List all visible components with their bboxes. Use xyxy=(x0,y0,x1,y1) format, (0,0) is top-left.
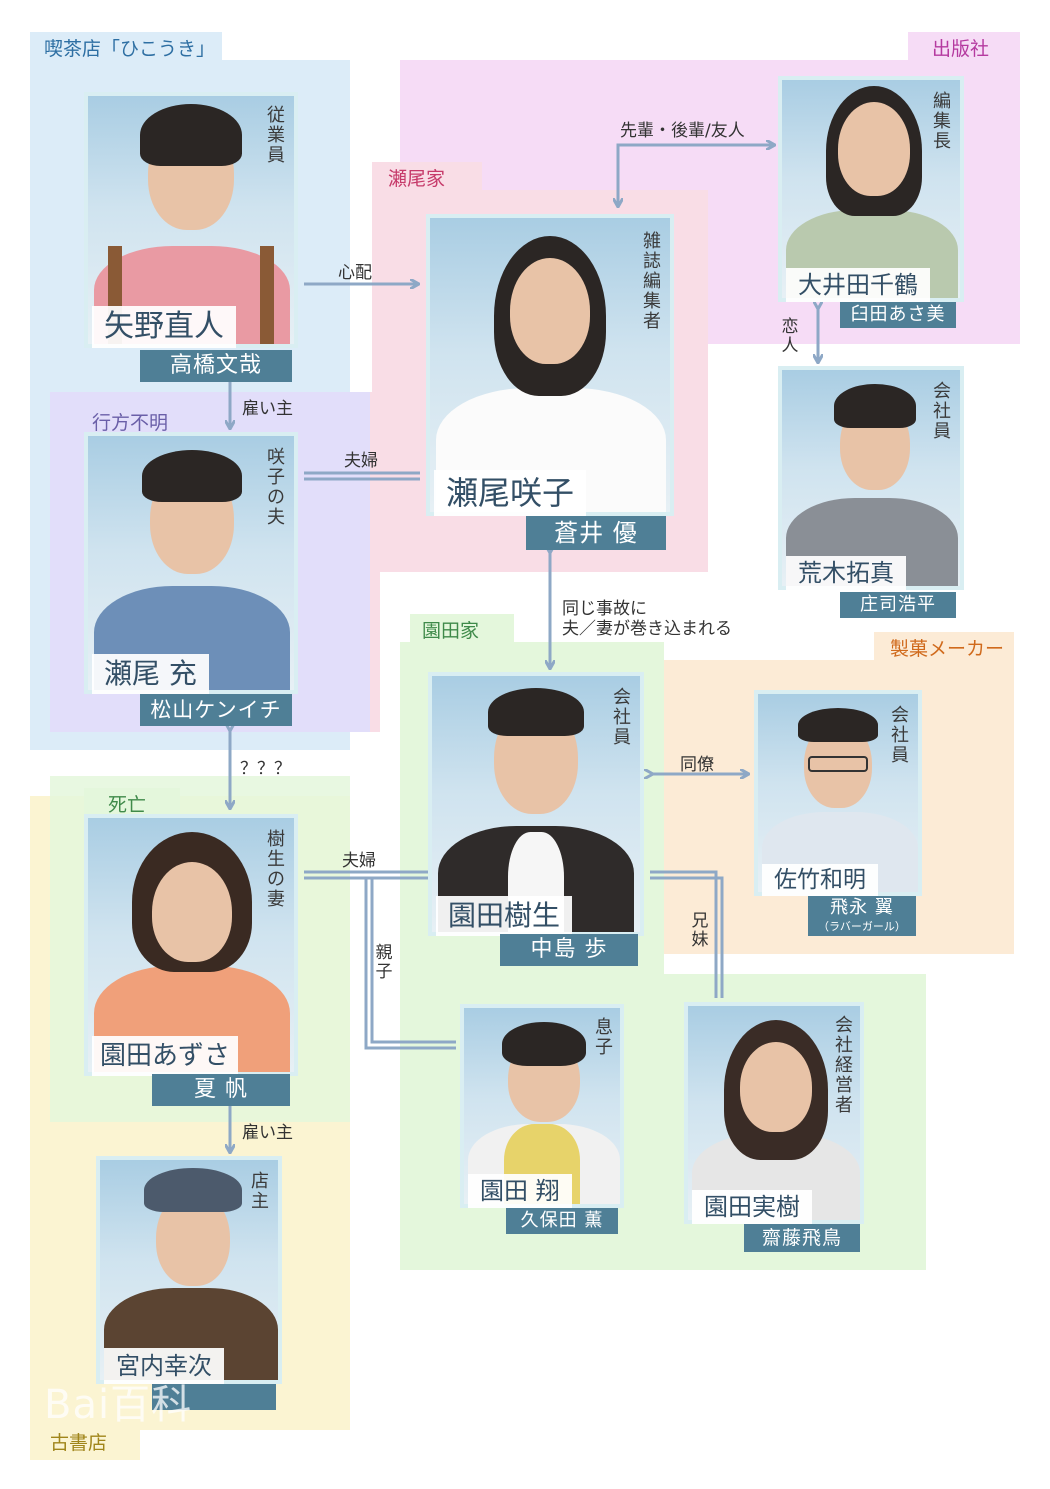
label-yatoinushi-1: 雇い主 xyxy=(242,399,293,419)
role-miyauchi: 店主 xyxy=(251,1171,269,1212)
photo-miyauchi xyxy=(100,1160,278,1380)
actor-ooida: 臼田あさ美 xyxy=(840,302,956,328)
zone-sonoda-family-tab xyxy=(410,614,514,644)
card-itsuki[interactable]: 会社員 園田樹生 xyxy=(428,672,644,936)
role-sho: 息子 xyxy=(595,1017,613,1058)
zone-missing-tab xyxy=(82,406,182,436)
role-yano: 従業員 xyxy=(267,105,285,166)
line-kyoudai-b xyxy=(650,876,724,998)
card-miki[interactable]: 会社経営者 園田実樹 xyxy=(684,1002,864,1224)
name-sho: 園田 翔 xyxy=(468,1174,572,1208)
label-oyako: 親子 xyxy=(375,943,393,982)
photo-ooida xyxy=(782,80,960,298)
card-yano[interactable]: 従業員 矢野直人 xyxy=(84,92,298,348)
zone-publisher-label: 出版社 xyxy=(932,38,990,60)
label-douryou: 同僚 xyxy=(680,755,714,775)
name-saki: 瀬尾咲子 xyxy=(434,470,587,516)
line-oyako-a xyxy=(364,878,456,1050)
role-saki: 雑誌編集者 xyxy=(643,231,661,332)
card-araki[interactable]: 会社員 荒木拓真 xyxy=(778,366,964,590)
card-azusa[interactable]: 樹生の妻 園田あずさ xyxy=(84,814,298,1076)
line-kyoudai-a xyxy=(650,870,718,998)
zone-seo-family-tab xyxy=(372,162,482,192)
card-satake[interactable]: 会社員 佐竹和明 xyxy=(754,690,922,896)
line-senpai xyxy=(616,145,774,206)
zone-kissaten-label: 喫茶店「ひこうき」 xyxy=(44,38,216,60)
photo-itsuki xyxy=(432,676,640,932)
label-koibito: 恋人 xyxy=(781,317,799,356)
zone-missing-label: 行方不明 xyxy=(92,412,169,434)
actor-araki: 庄司浩平 xyxy=(840,592,956,618)
label-senpai: 先輩・後輩/友人 xyxy=(620,121,745,141)
label-yatoinushi-2: 雇い主 xyxy=(242,1123,293,1143)
role-azusa: 樹生の妻 xyxy=(267,829,285,910)
zone-kissaten-tab xyxy=(30,32,222,62)
photo-saki xyxy=(430,218,670,512)
name-miki: 園田実樹 xyxy=(692,1190,812,1224)
label-kyoudai: 兄妹 xyxy=(691,911,709,950)
photo-yano xyxy=(88,96,294,344)
label-fuufu-1: 夫婦 xyxy=(344,451,378,471)
name-ooida: 大井田千鶴 xyxy=(786,268,930,302)
card-mitsuru[interactable]: 咲子の夫 瀬尾 充 xyxy=(84,432,298,694)
label-jiko-1: 同じ事故に xyxy=(562,599,647,619)
card-saki[interactable]: 雑誌編集者 瀬尾咲子 xyxy=(426,214,674,516)
actor-yano: 高橋文哉 xyxy=(140,350,292,382)
role-araki: 会社員 xyxy=(933,381,951,442)
card-miyauchi[interactable]: 店主 宮内幸次 xyxy=(96,1156,282,1384)
role-itsuki: 会社員 xyxy=(613,687,631,748)
zone-dead-tab xyxy=(84,788,180,818)
actor-satake-name: 飛永 翼 xyxy=(830,897,894,918)
name-satake: 佐竹和明 xyxy=(762,864,878,896)
photo-mitsuru xyxy=(88,436,294,690)
role-miki: 会社経営者 xyxy=(835,1015,853,1116)
photo-azusa xyxy=(88,818,294,1072)
zone-furushoten-bottom xyxy=(30,1426,140,1460)
actor-sho: 久保田 薫 xyxy=(506,1208,618,1234)
watermark-logo: Bai百科 xyxy=(44,1382,193,1428)
label-fuufu-2: 夫婦 xyxy=(342,851,376,871)
name-azusa: 園田あずさ xyxy=(92,1036,239,1076)
actor-azusa: 夏 帆 xyxy=(152,1074,290,1106)
actor-satake-note: （ラバーガール） xyxy=(818,920,906,933)
role-satake: 会社員 xyxy=(891,705,909,766)
name-miyauchi: 宮内幸次 xyxy=(104,1348,224,1384)
label-question: ？？？ xyxy=(240,759,291,779)
name-yano: 矢野直人 xyxy=(92,306,236,348)
line-oyako-b xyxy=(370,878,456,1044)
zone-sweets-tab xyxy=(874,632,1014,662)
actor-itsuki: 中島 歩 xyxy=(500,934,638,966)
role-mitsuru: 咲子の夫 xyxy=(267,447,285,528)
zone-seo-family-label: 瀬尾家 xyxy=(388,168,446,190)
role-ooida: 編集長 xyxy=(933,91,951,152)
card-sho[interactable]: 息子 園田 翔 xyxy=(460,1004,624,1208)
actor-miyauchi xyxy=(152,1384,276,1410)
zone-publisher-tab xyxy=(908,32,1020,62)
photo-araki xyxy=(782,370,960,586)
zone-sweets-label: 製菓メーカー xyxy=(890,638,1005,660)
card-ooida[interactable]: 編集長 大井田千鶴 xyxy=(778,76,964,302)
label-jiko-2: 夫／妻が巻き込まれる xyxy=(562,619,732,639)
name-itsuki: 園田樹生 xyxy=(436,896,573,936)
actor-saki: 蒼井 優 xyxy=(526,516,666,550)
label-shinpai: 心配 xyxy=(338,263,372,283)
zone-dead-label: 死亡 xyxy=(108,794,147,816)
actor-miki: 齋藤飛鳥 xyxy=(744,1224,860,1252)
zone-sonoda-family-label: 園田家 xyxy=(422,620,480,642)
name-araki: 荒木拓真 xyxy=(786,556,906,590)
actor-mitsuru: 松山ケンイチ xyxy=(140,694,292,726)
actor-satake: 飛永 翼 （ラバーガール） xyxy=(808,896,916,936)
name-mitsuru: 瀬尾 充 xyxy=(92,654,209,694)
zone-furushoten-label: 古書店 xyxy=(50,1432,108,1454)
